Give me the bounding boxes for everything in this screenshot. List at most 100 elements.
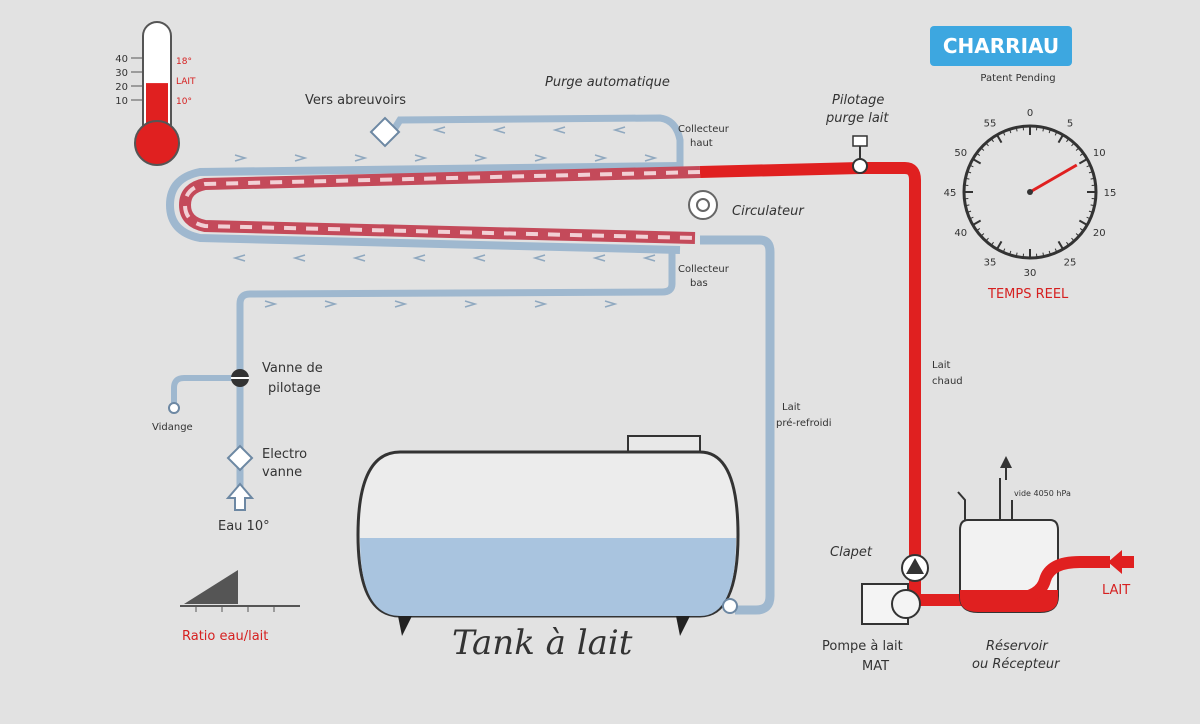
flow-arrow: [235, 155, 245, 161]
label-pompe-1: Pompe à lait: [822, 639, 903, 654]
clock-tick: [1059, 241, 1064, 249]
clock-tick: [1079, 159, 1087, 164]
clock-number-45: 45: [944, 188, 957, 199]
thermo-tick-30: 30: [115, 68, 128, 79]
ratio-gauge-icon: [180, 570, 300, 612]
brand-name: CHARRIAU: [943, 34, 1059, 58]
label-ratio: Ratio eau/lait: [182, 629, 268, 644]
flow-arrow: [645, 155, 655, 161]
thermo-mark-lait: LAIT: [176, 77, 196, 87]
thermo-tick-40: 40: [115, 54, 128, 65]
label-vidange: Vidange: [152, 422, 193, 433]
label-vanne-1: Vanne de: [262, 361, 323, 376]
flow-arrow: [355, 255, 365, 261]
flow-arrow: [595, 255, 605, 261]
flow-arrow: [535, 155, 545, 161]
flow-arrow: [535, 255, 545, 261]
pilot-valve-icon: [231, 369, 249, 387]
thermo-tick-20: 20: [115, 82, 128, 93]
drain-line: [174, 378, 240, 404]
water-inlet-arrow-icon: [228, 484, 252, 510]
clock-tick: [997, 241, 1002, 249]
label-electro-2: vanne: [262, 465, 302, 480]
clock-number-0: 0: [1027, 108, 1033, 119]
circulator-pump-icon: [689, 191, 717, 219]
label-vide: vide 4050 hPa: [1014, 489, 1071, 498]
label-lait-prerefroidi-1: Lait: [782, 402, 800, 413]
flow-arrow: [645, 255, 655, 261]
flow-arrows: [235, 127, 655, 307]
label-vanne-2: pilotage: [268, 381, 321, 396]
flow-arrow: [615, 127, 625, 133]
flow-arrow: [605, 301, 615, 307]
label-temps-reel: TEMPS REEL: [987, 287, 1069, 302]
label-vers-abreuvoirs: Vers abreuvoirs: [305, 93, 406, 108]
flow-arrow: [355, 155, 365, 161]
thermometer-icon: 40 30 20 10 18° LAIT 10°: [115, 22, 196, 165]
label-collecteur-haut-2: haut: [690, 138, 713, 149]
label-eau: Eau 10°: [218, 519, 270, 534]
clock-number-15: 15: [1104, 188, 1117, 199]
clock-number-20: 20: [1093, 228, 1106, 239]
clock-tick: [1079, 221, 1087, 226]
clock-number-35: 35: [984, 257, 997, 268]
clock-number-50: 50: [954, 148, 967, 159]
thermo-mark-10: 10°: [176, 97, 192, 107]
electro-valve-icon: [228, 446, 252, 470]
clock-number-55: 55: [984, 119, 997, 130]
label-lait-chaud-1: Lait: [932, 360, 950, 371]
flow-arrow: [535, 301, 545, 307]
milk-tank: [358, 436, 738, 636]
label-tank: Tank à lait: [452, 623, 633, 663]
milk-pump-icon: [862, 584, 920, 624]
label-lait-chaud-2: chaud: [932, 376, 963, 387]
label-collecteur-bas-2: bas: [690, 278, 708, 289]
label-electro-1: Electro: [262, 447, 307, 462]
label-lait: LAIT: [1102, 583, 1130, 598]
flow-arrow: [495, 127, 505, 133]
flow-arrow: [415, 155, 425, 161]
label-pilotage-1: Pilotage: [832, 93, 884, 108]
label-pilotage-2: purge lait: [825, 111, 889, 126]
flow-arrow: [465, 301, 475, 307]
label-reservoir-1: Réservoir: [986, 639, 1049, 654]
exchanger-milk-tube: [185, 172, 700, 238]
purge-pilot-valve-icon: [853, 136, 867, 173]
label-lait-prerefroidi-2: pré-refroidi: [776, 417, 831, 429]
label-reservoir-2: ou Récepteur: [972, 657, 1061, 672]
label-pompe-2: MAT: [862, 659, 889, 674]
drain-outlet-icon: [169, 403, 179, 413]
clock-tick: [1059, 135, 1064, 143]
clock-tick: [997, 135, 1002, 143]
clock-tick: [973, 159, 981, 164]
clock-number-10: 10: [1093, 148, 1106, 159]
flow-arrow: [295, 155, 305, 161]
flow-arrow: [475, 255, 485, 261]
brand-logo: CHARRIAU Patent Pending: [930, 26, 1072, 84]
flow-arrow: [595, 155, 605, 161]
label-circulateur: Circulateur: [732, 204, 805, 219]
flow-arrow: [265, 301, 275, 307]
flow-arrow: [395, 301, 405, 307]
clock-number-40: 40: [954, 228, 967, 239]
flow-arrow: [435, 127, 445, 133]
clock-tick: [973, 221, 981, 226]
milk-inlet-arrow-icon: [1108, 550, 1134, 574]
label-purge-automatique: Purge automatique: [545, 75, 670, 90]
thermo-tick-10: 10: [115, 96, 128, 107]
clock-number-30: 30: [1024, 268, 1037, 279]
flow-arrow: [235, 255, 245, 261]
label-collecteur-haut-1: Collecteur: [678, 124, 730, 135]
tank-milk-level: [360, 538, 736, 616]
check-valve-icon: [902, 555, 928, 581]
clock-number-25: 25: [1064, 257, 1077, 268]
flow-arrow: [475, 155, 485, 161]
clock-hand: [1030, 165, 1077, 192]
tank-outlet-icon: [723, 599, 737, 613]
flow-arrow: [295, 255, 305, 261]
label-clapet: Clapet: [830, 545, 873, 560]
flow-arrow: [415, 255, 425, 261]
